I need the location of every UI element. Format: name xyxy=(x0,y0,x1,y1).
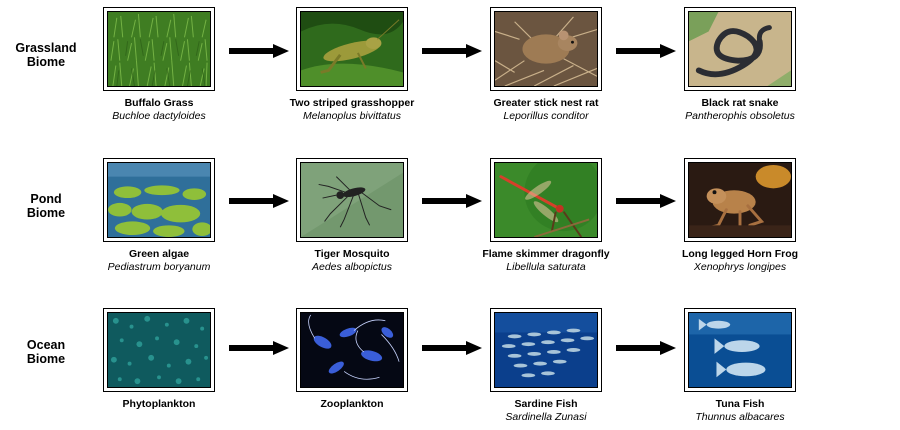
biome-word: Biome xyxy=(26,352,66,366)
organism-caption: Greater stick nest rat Leporillus condit… xyxy=(456,97,636,123)
biome-word: Biome xyxy=(26,206,66,220)
biome-name: Pond xyxy=(30,192,62,206)
phytoplankton-image xyxy=(103,308,215,392)
common-name: Sardine Fish xyxy=(514,398,578,410)
biome-name: Ocean xyxy=(26,338,66,352)
scientific-name: Leporillus conditor xyxy=(503,110,589,122)
scientific-name: Aedes albopictus xyxy=(312,261,392,273)
biome-label-grassland: Grassland Biome xyxy=(6,41,86,69)
organism-caption: Two striped grasshopper Melanoplus bivit… xyxy=(262,97,442,123)
arrow-right-icon xyxy=(422,44,482,58)
arrow-right-icon xyxy=(616,44,676,58)
common-name: Zooplankton xyxy=(320,398,384,410)
organism-caption: Sardine Fish Sardinella Zunasi xyxy=(456,398,636,424)
scientific-name: Pantherophis obsoletus xyxy=(685,110,795,122)
common-name: Flame skimmer dragonfly xyxy=(482,248,610,260)
biome-word: Biome xyxy=(26,55,66,69)
arrow-right-icon xyxy=(229,194,289,208)
grasshopper-image xyxy=(296,7,408,91)
organism-caption: Phytoplankton xyxy=(69,398,249,411)
biome-label-pond: Pond Biome xyxy=(6,192,86,220)
arrow-right-icon xyxy=(422,341,482,355)
common-name: Phytoplankton xyxy=(122,398,196,410)
organism-caption: Zooplankton xyxy=(262,398,442,411)
organism-caption: Long legged Horn Frog Xenophrys longipes xyxy=(650,248,830,274)
biome-name: Grassland xyxy=(15,41,77,55)
sardine-image xyxy=(490,308,602,392)
scientific-name: Sardinella Zunasi xyxy=(505,411,587,423)
scientific-name: Thunnus albacares xyxy=(695,411,785,423)
arrow-right-icon xyxy=(616,341,676,355)
common-name: Two striped grasshopper xyxy=(289,97,415,109)
tuna-image xyxy=(684,308,796,392)
buffalo-grass-image xyxy=(103,7,215,91)
arrow-right-icon xyxy=(616,194,676,208)
rat-image xyxy=(490,7,602,91)
green-algae-image xyxy=(103,158,215,242)
dragonfly-image xyxy=(490,158,602,242)
common-name: Tuna Fish xyxy=(715,398,765,410)
scientific-name: Buchloe dactyloides xyxy=(112,110,206,122)
snake-image xyxy=(684,7,796,91)
scientific-name: Xenophrys longipes xyxy=(693,261,787,273)
organism-caption: Tiger Mosquito Aedes albopictus xyxy=(262,248,442,274)
organism-caption: Black rat snake Pantherophis obsoletus xyxy=(650,97,830,123)
frog-image xyxy=(684,158,796,242)
common-name: Greater stick nest rat xyxy=(493,97,599,109)
scientific-name: Melanoplus bivittatus xyxy=(302,110,402,122)
organism-caption: Flame skimmer dragonfly Libellula satura… xyxy=(456,248,636,274)
biome-label-ocean: Ocean Biome xyxy=(6,338,86,366)
organism-caption: Buffalo Grass Buchloe dactyloides xyxy=(69,97,249,123)
organism-caption: Green algae Pediastrum boryanum xyxy=(69,248,249,274)
common-name: Long legged Horn Frog xyxy=(681,248,799,260)
mosquito-image xyxy=(296,158,408,242)
organism-caption: Tuna Fish Thunnus albacares xyxy=(650,398,830,424)
arrow-right-icon xyxy=(229,341,289,355)
zooplankton-image xyxy=(296,308,408,392)
arrow-right-icon xyxy=(422,194,482,208)
common-name: Tiger Mosquito xyxy=(314,248,390,260)
scientific-name: Libellula saturata xyxy=(506,261,586,273)
scientific-name: Pediastrum boryanum xyxy=(107,261,211,273)
arrow-right-icon xyxy=(229,44,289,58)
common-name: Buffalo Grass xyxy=(124,97,194,109)
common-name: Black rat snake xyxy=(701,97,779,109)
common-name: Green algae xyxy=(128,248,190,260)
